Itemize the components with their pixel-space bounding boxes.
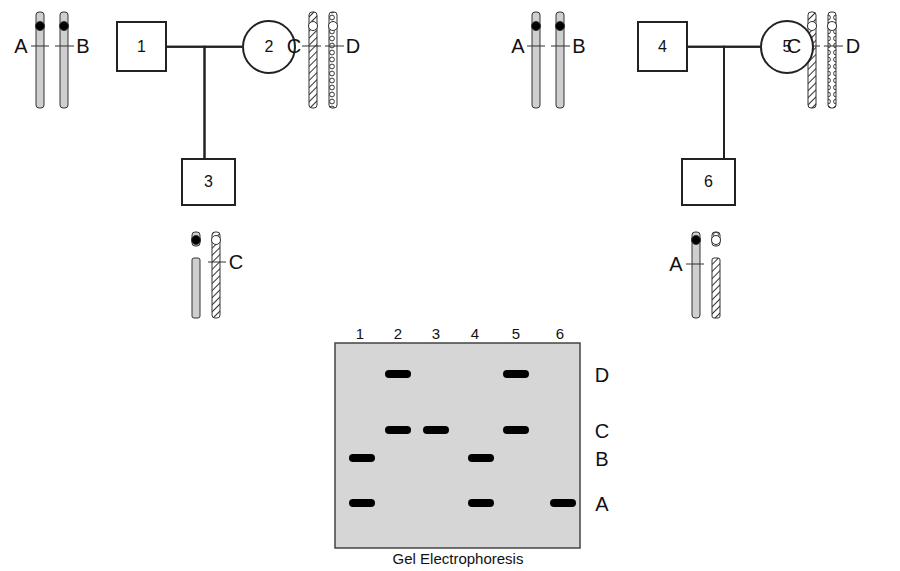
allele-label: D bbox=[846, 36, 860, 56]
chromosome bbox=[192, 258, 200, 318]
gel bbox=[335, 343, 580, 548]
descent-line bbox=[688, 47, 724, 158]
chromosome bbox=[309, 12, 317, 108]
person-number: 1 bbox=[137, 38, 146, 56]
chromosome bbox=[712, 258, 720, 318]
allele-label: C bbox=[787, 36, 801, 56]
descent-line bbox=[724, 47, 760, 158]
chromosome bbox=[60, 12, 68, 108]
lane-number: 4 bbox=[471, 326, 479, 341]
lane-number: 5 bbox=[512, 326, 520, 341]
allele-label: B bbox=[572, 36, 585, 56]
allele-label: C bbox=[595, 421, 609, 441]
person-number: 4 bbox=[658, 38, 667, 56]
male-square: 1 bbox=[116, 21, 167, 72]
chromosome bbox=[192, 232, 200, 246]
chromosome bbox=[692, 232, 700, 318]
allele-label: D bbox=[346, 36, 360, 56]
lane-number: 3 bbox=[432, 326, 440, 341]
allele-label: C bbox=[287, 36, 301, 56]
allele-label: B bbox=[76, 36, 89, 56]
chromosome bbox=[828, 12, 836, 108]
lane-number: 2 bbox=[394, 326, 402, 341]
lane-number: 6 bbox=[556, 326, 564, 341]
person-number: 6 bbox=[704, 173, 713, 191]
allele-label: C bbox=[229, 252, 243, 272]
descent-line bbox=[205, 47, 243, 158]
person-number: 2 bbox=[265, 38, 274, 56]
chromosome bbox=[36, 12, 44, 108]
lane-number: 1 bbox=[356, 326, 364, 341]
male-square: 6 bbox=[681, 158, 736, 206]
chromosome bbox=[532, 12, 540, 108]
male-square: 4 bbox=[637, 21, 688, 72]
allele-label: B bbox=[595, 449, 608, 469]
allele-label: A bbox=[14, 36, 27, 56]
allele-label: A bbox=[669, 254, 682, 274]
person-number: 3 bbox=[204, 173, 213, 191]
allele-label: D bbox=[595, 365, 609, 385]
gel-caption: Gel Electrophoresis bbox=[393, 551, 524, 566]
chromosome bbox=[212, 232, 220, 318]
gel-bands bbox=[349, 370, 576, 507]
chromosome bbox=[712, 232, 720, 246]
allele-label: A bbox=[511, 36, 524, 56]
allele-label: A bbox=[595, 494, 608, 514]
chromosome bbox=[329, 12, 337, 108]
chromosome bbox=[556, 12, 564, 108]
descent-line bbox=[167, 47, 205, 158]
male-square: 3 bbox=[181, 158, 236, 206]
